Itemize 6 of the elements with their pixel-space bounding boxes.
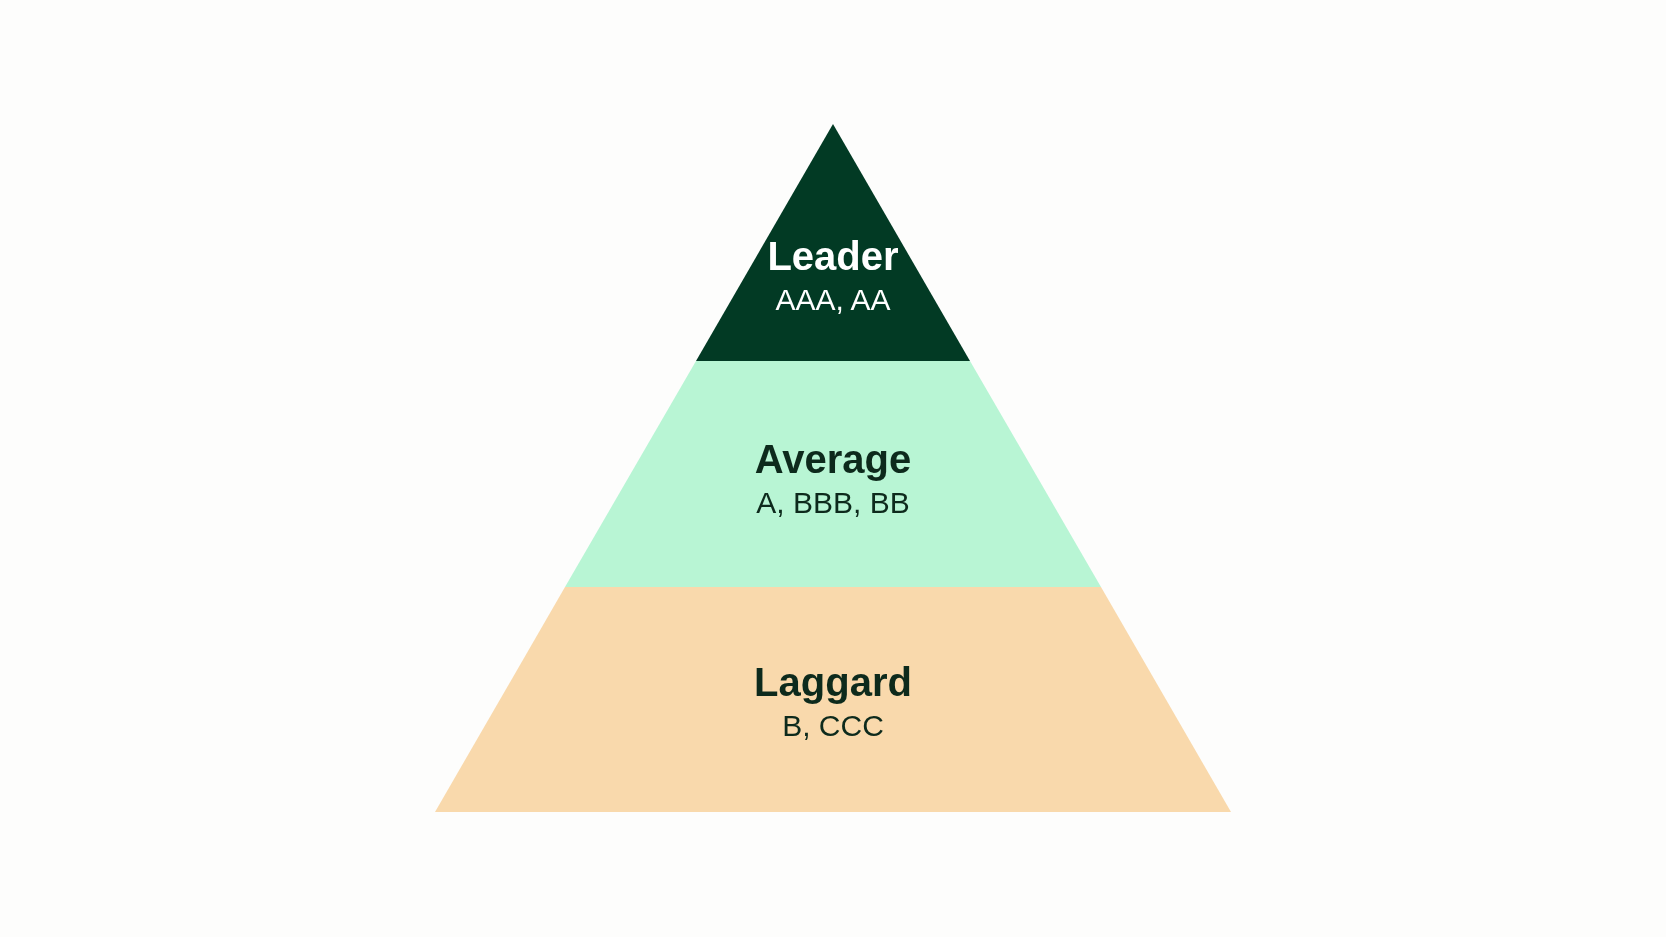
tier-ratings: AAA, AA <box>775 282 891 318</box>
tier-ratings: A, BBB, BB <box>756 485 910 521</box>
tier-title: Laggard <box>754 660 912 704</box>
tier-title: Leader <box>767 234 899 278</box>
tier-ratings: B, CCC <box>782 708 884 744</box>
tier-title: Average <box>754 437 912 481</box>
